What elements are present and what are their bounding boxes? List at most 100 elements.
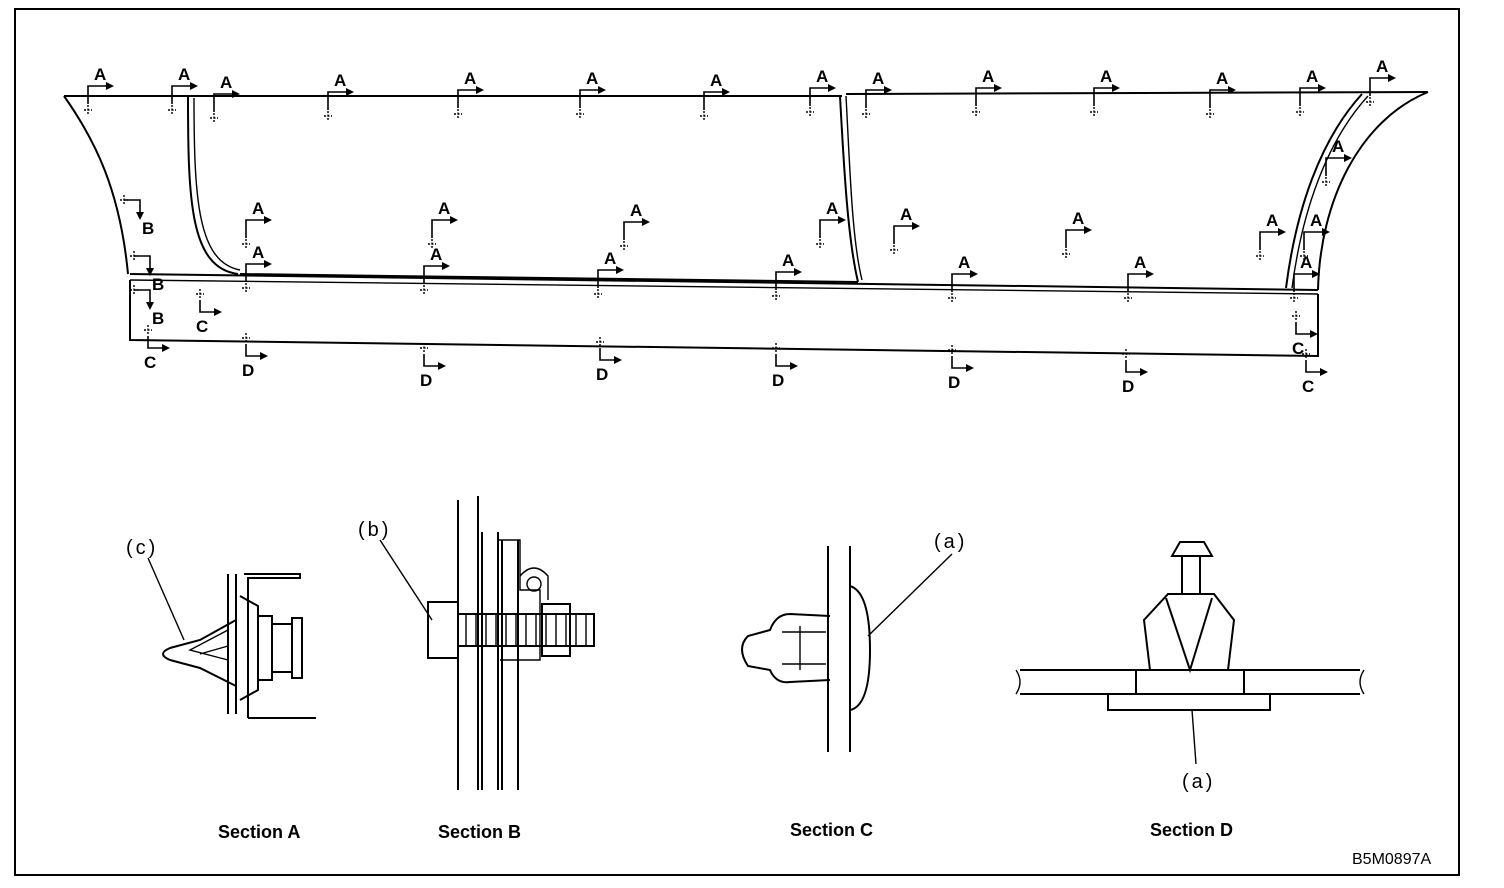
clip-marker-a: A [816, 199, 846, 249]
section-label-a: A [1072, 209, 1084, 228]
callout-b-label: (b) [358, 519, 391, 541]
section-label-a: A [1306, 67, 1318, 86]
clip-marker-d: D [596, 337, 622, 384]
section-label-a: A [1100, 67, 1112, 86]
section-label-d: D [772, 371, 784, 390]
clip-marker-a: A [772, 251, 802, 301]
clip-marker-a: A [948, 253, 978, 303]
section-label-a: A [782, 251, 794, 270]
section-label-a: A [1216, 69, 1228, 88]
section-label-a: A [816, 67, 828, 86]
clip-marker-b: B [130, 251, 164, 294]
clip-marker-a: A [1124, 253, 1154, 303]
clip-marker-d: D [948, 345, 974, 392]
clip-marker-a: A [242, 199, 272, 249]
clip-marker-a: A [1322, 137, 1352, 187]
clip-marker-b: B [120, 195, 154, 238]
section-label-d: D [242, 361, 254, 380]
section-label-c: C [1292, 339, 1304, 358]
clip-marker-a: A [862, 69, 892, 119]
section-label-a: A [94, 65, 106, 84]
figure-code: B5M0897A [1352, 851, 1431, 868]
section-label-a: A [872, 69, 884, 88]
section-label-a: A [900, 205, 912, 224]
clip-marker-d: D [1122, 349, 1148, 396]
section-label-a: A [1332, 137, 1344, 156]
clip-marker-c: C [1292, 311, 1318, 358]
clip-marker-c: C [1302, 349, 1328, 396]
section-label-d: D [948, 373, 960, 392]
callout-a-section-d-label: (a) [1182, 771, 1215, 793]
clip-marker-a: A [428, 199, 458, 249]
clip-marker-a: A [324, 71, 354, 121]
clip-marker-a: A [454, 69, 484, 119]
section-d-title: Section D [1150, 820, 1233, 840]
clip-marker-a: A [210, 73, 240, 123]
section-label-a: A [1266, 211, 1278, 230]
section-label-a: A [464, 69, 476, 88]
section-label-a: A [1376, 57, 1388, 76]
section-label-c: C [196, 317, 208, 336]
section-label-a: A [630, 201, 642, 220]
sill-cover-outline [63, 91, 1429, 358]
clip-marker-c: C [196, 289, 222, 336]
clip-marker-a: A [806, 67, 836, 117]
section-d-detail [1015, 541, 1365, 765]
section-label-a: A [252, 243, 264, 262]
section-label-b: B [152, 309, 164, 328]
section-label-b: B [142, 219, 154, 238]
section-label-a: A [178, 65, 190, 84]
clip-marker-a: A [972, 67, 1002, 117]
section-label-a: A [826, 199, 838, 218]
clip-marker-a: A [168, 65, 198, 115]
callout-c-label: (c) [126, 537, 158, 559]
section-a-title: Section A [218, 822, 300, 842]
clip-marker-a: A [1296, 67, 1326, 117]
clip-marker-d: D [420, 343, 446, 390]
section-label-b: B [152, 275, 164, 294]
clip-marker-a: A [1300, 211, 1330, 261]
section-b-detail [379, 496, 595, 790]
section-label-a: A [604, 249, 616, 268]
section-label-c: C [1302, 377, 1314, 396]
section-label-d: D [1122, 377, 1134, 396]
section-label-d: D [596, 365, 608, 384]
clip-marker-c: C [144, 325, 170, 372]
clip-marker-a: A [1206, 69, 1236, 119]
section-label-a: A [958, 253, 970, 272]
clip-marker-a: A [420, 245, 450, 295]
clip-marker-a: A [1366, 57, 1396, 107]
section-label-a: A [252, 199, 264, 218]
section-c-title: Section C [790, 820, 873, 840]
section-label-c: C [144, 353, 156, 372]
section-label-a: A [710, 71, 722, 90]
section-c-detail [741, 546, 953, 752]
clip-marker-a: A [84, 65, 114, 115]
section-label-a: A [586, 69, 598, 88]
section-label-a: A [982, 67, 994, 86]
section-label-d: D [420, 371, 432, 390]
section-label-a: A [334, 71, 346, 90]
section-label-a: A [1134, 253, 1146, 272]
clip-marker-a: A [1290, 253, 1320, 303]
clip-marker-d: D [772, 343, 798, 390]
section-label-a: A [220, 73, 232, 92]
section-label-a: A [1310, 211, 1322, 230]
section-label-a: A [1300, 253, 1312, 272]
clip-marker-a: A [1256, 211, 1286, 261]
section-label-a: A [438, 199, 450, 218]
clip-marker-a: A [890, 205, 920, 255]
clip-marker-b: B [130, 285, 164, 328]
clip-marker-d: D [242, 333, 268, 380]
clip-marker-a: A [700, 71, 730, 121]
section-b-title: Section B [438, 822, 521, 842]
clip-marker-a: A [620, 201, 650, 251]
figure-frame [14, 8, 1460, 876]
clip-marker-a: A [1062, 209, 1092, 259]
clip-marker-a: A [242, 243, 272, 293]
clip-marker-a: A [594, 249, 624, 299]
clip-marker-a: A [1090, 67, 1120, 117]
section-label-a: A [430, 245, 442, 264]
